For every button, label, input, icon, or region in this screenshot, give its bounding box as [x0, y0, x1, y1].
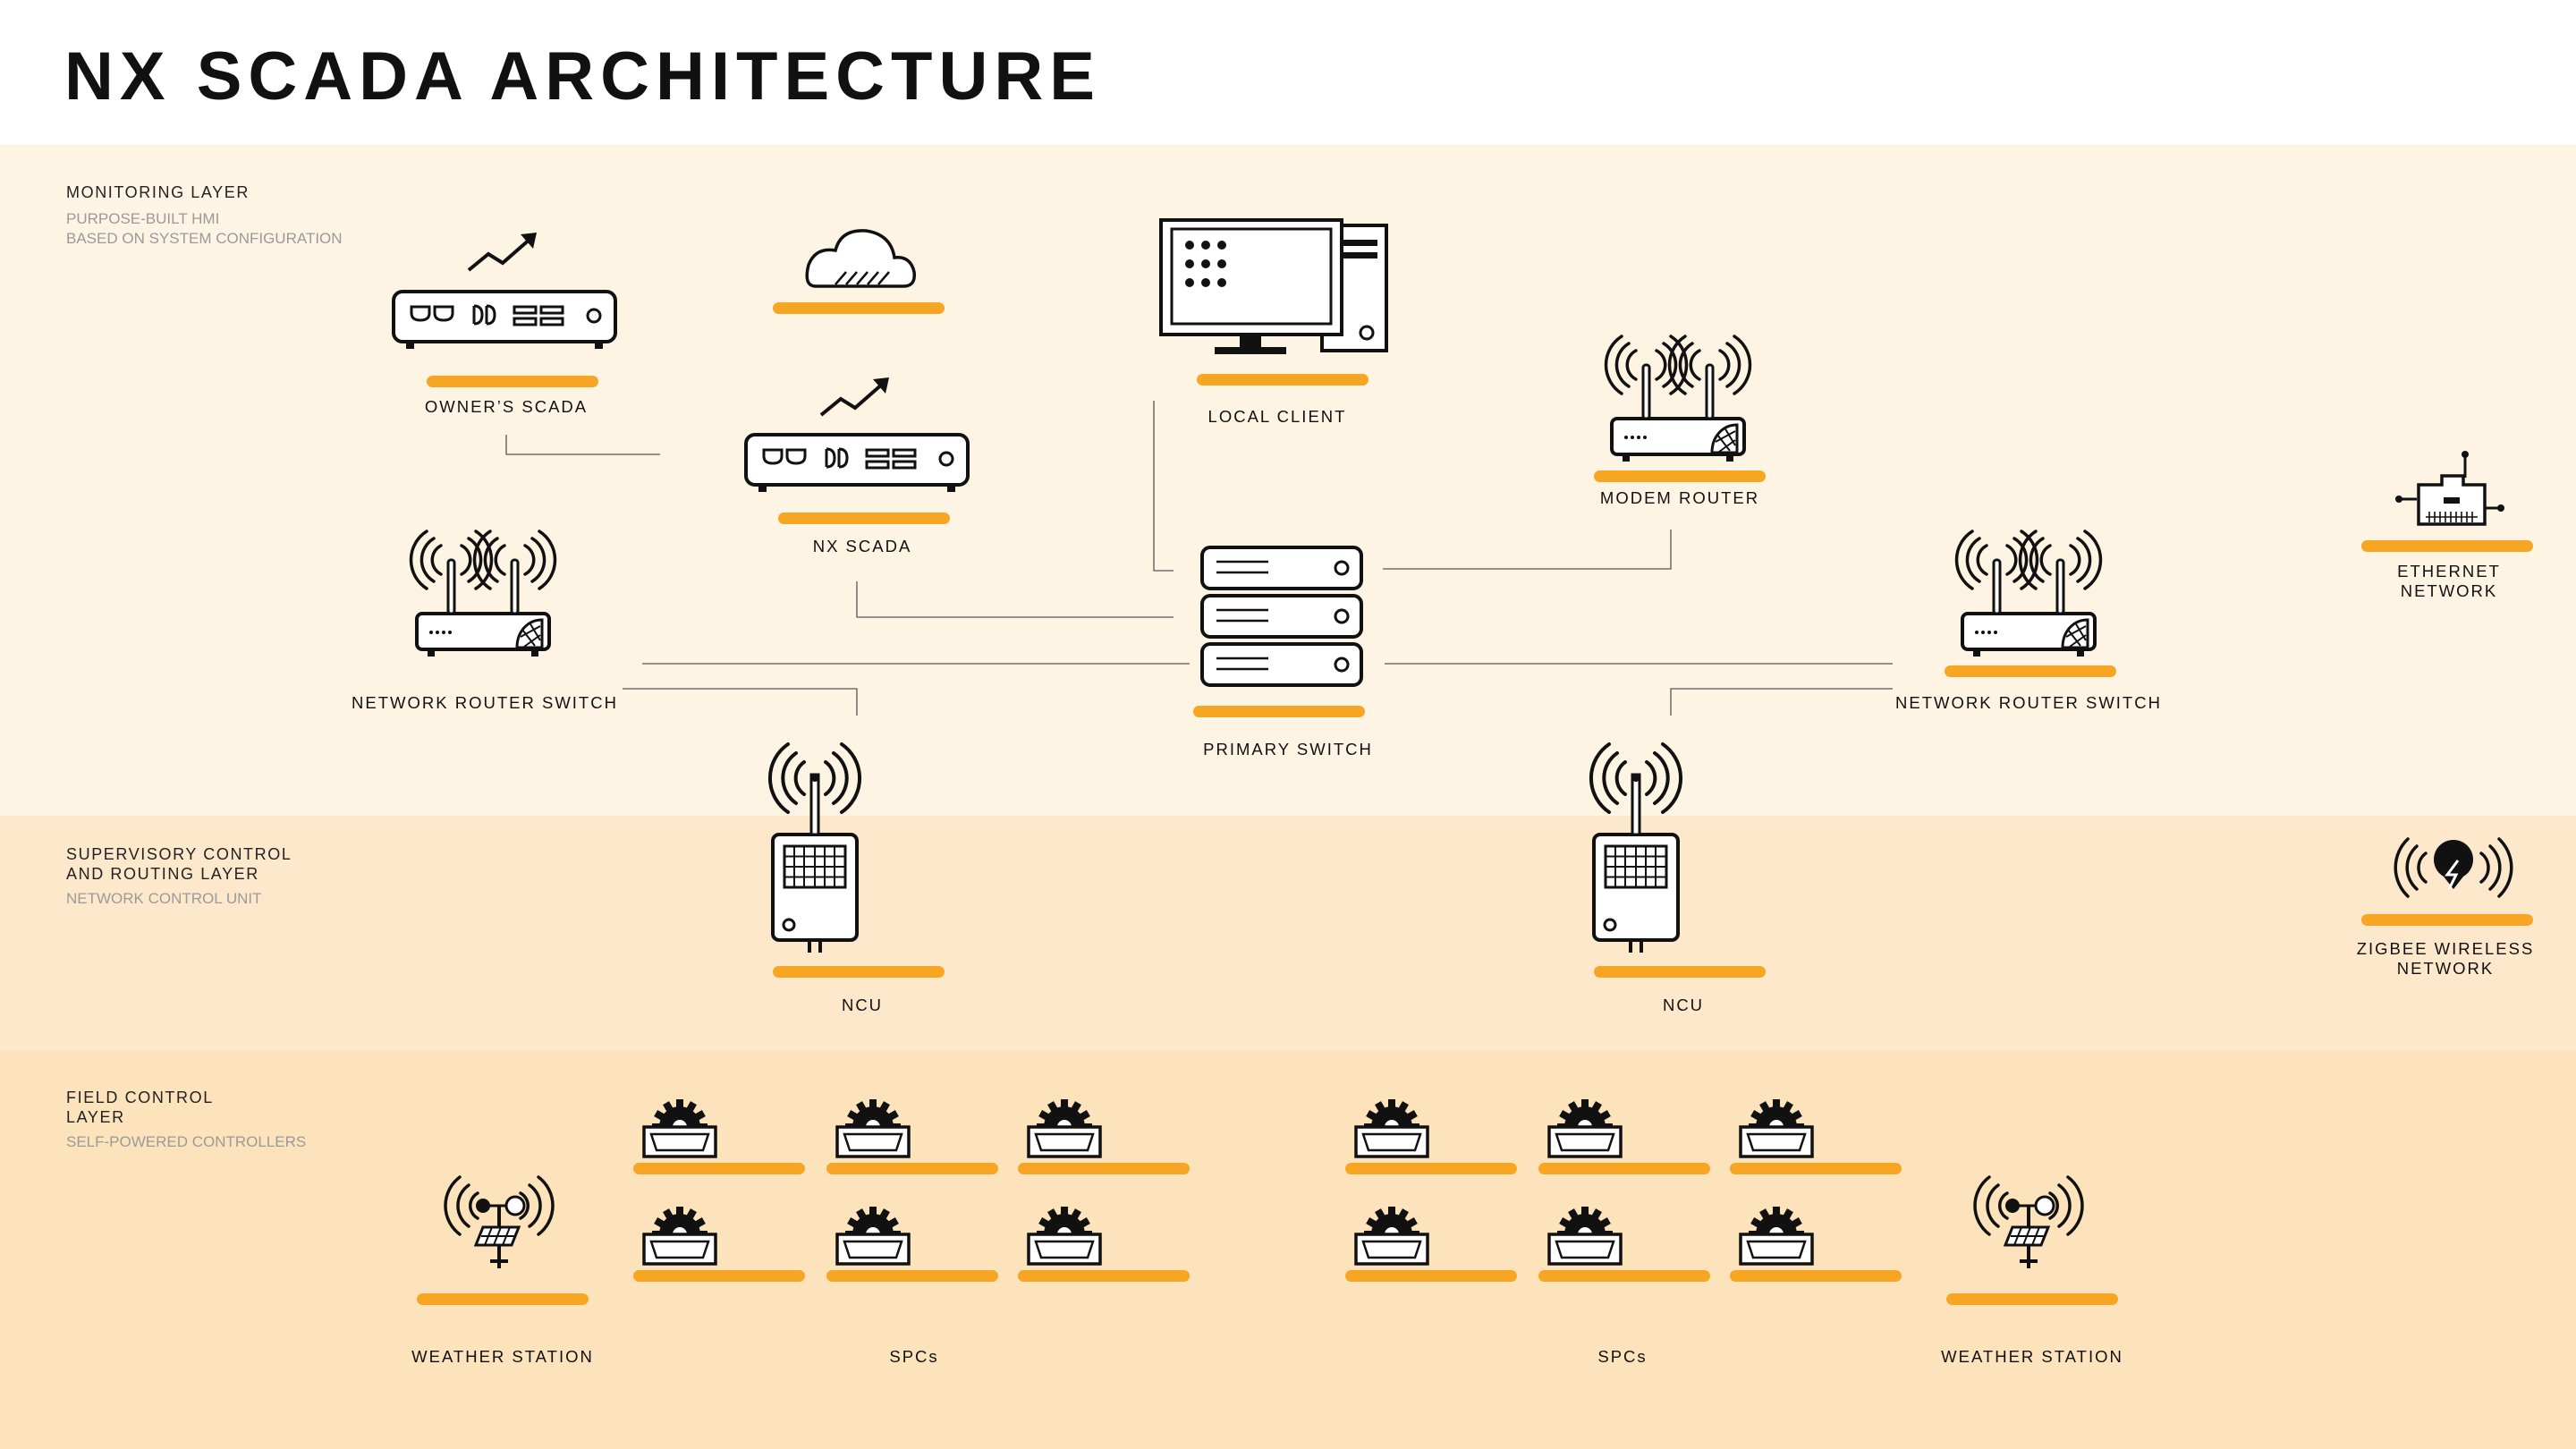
ncu-left-label: NCU	[841, 996, 884, 1014]
layer-name-line: FIELD CONTROL	[66, 1089, 214, 1106]
monitoring-layer-label: MONITORING LAYER PURPOSE-BUILT HMI BASED…	[66, 182, 343, 249]
ethernet-legend	[2361, 451, 2533, 552]
node-underline	[1197, 374, 1368, 386]
network-control-unit-icon	[767, 742, 862, 954]
trend-icon	[467, 231, 538, 272]
cloud-icon	[805, 229, 916, 288]
spcs-left-label: SPCs	[889, 1347, 939, 1366]
node-underline	[1946, 1293, 2118, 1305]
connector-lines	[505, 401, 1893, 716]
owners-scada-node	[392, 231, 617, 387]
weather-station-icon	[444, 1175, 555, 1270]
node-underline	[1193, 706, 1365, 717]
layer-name: SUPERVISORY CONTROL AND ROUTING LAYER	[66, 844, 292, 884]
field-layer-band	[0, 1050, 2576, 1449]
supervisory-layer-label: SUPERVISORY CONTROL AND ROUTING LAYER NE…	[66, 844, 292, 909]
legend-underline	[2361, 540, 2533, 552]
modem-icon	[392, 290, 617, 351]
node-underline	[773, 966, 945, 978]
legend-label-line: NETWORK	[2396, 959, 2495, 978]
weather-station-right-node	[1946, 1175, 2118, 1305]
network-router-switch-left-node	[409, 530, 557, 658]
network-control-unit-icon	[1589, 742, 1683, 954]
network-router-switch-left-label: NETWORK ROUTER SWITCH	[352, 693, 618, 712]
layer-name-line: AND ROUTING LAYER	[66, 865, 259, 883]
node-underline	[1594, 966, 1766, 978]
field-layer-label: FIELD CONTROL LAYER SELF-POWERED CONTROL…	[66, 1088, 306, 1152]
primary-switch-label: PRIMARY SWITCH	[1203, 740, 1373, 758]
layer-name: FIELD CONTROL LAYER	[66, 1088, 306, 1127]
trend-icon	[819, 376, 891, 417]
node-underline	[427, 376, 598, 387]
node-underline	[417, 1293, 589, 1305]
layer-description: PURPOSE-BUILT HMI BASED ON SYSTEM CONFIG…	[66, 209, 343, 249]
zigbee-legend-label: ZIGBEE WIRELESS NETWORK	[2357, 939, 2535, 979]
spcs-right-label: SPCs	[1597, 1347, 1648, 1366]
desktop-computer-icon	[1159, 218, 1388, 354]
legend-label-line: ZIGBEE WIRELESS	[2356, 939, 2535, 958]
legend-label-line: NETWORK	[2400, 581, 2498, 600]
spc-controller-icon	[1018, 1099, 1190, 1282]
server-stack-icon	[1200, 546, 1363, 687]
spc-controller-icon	[826, 1099, 998, 1282]
local-client-label: LOCAL CLIENT	[1208, 407, 1347, 426]
node-underline	[1594, 470, 1766, 482]
ncu-left-node	[767, 742, 945, 978]
ethernet-port-icon	[2395, 451, 2504, 526]
spcs-left-group	[633, 1099, 1190, 1282]
spcs-right-group	[1345, 1099, 1902, 1282]
spc-controller-icon	[1345, 1099, 1517, 1282]
layer-description: SELF-POWERED CONTROLLERS	[66, 1133, 307, 1150]
weather-station-left-label: WEATHER STATION	[411, 1347, 594, 1366]
ethernet-legend-label: ETHERNET NETWORK	[2397, 562, 2501, 601]
owners-scada-label: OWNER’S SCADA	[424, 397, 589, 416]
layer-description-line: PURPOSE-BUILT HMI	[66, 210, 220, 227]
local-client-node	[1159, 218, 1388, 386]
node-underline	[778, 513, 950, 524]
weather-station-right-label: WEATHER STATION	[1941, 1347, 2123, 1366]
wifi-router-icon	[1604, 335, 1752, 463]
layer-description: NETWORK CONTROL UNIT	[66, 890, 262, 907]
zigbee-legend	[2361, 837, 2533, 926]
node-underline	[1945, 665, 2116, 677]
layer-name-line: SUPERVISORY CONTROL	[66, 845, 292, 863]
network-router-switch-right-label: NETWORK ROUTER SWITCH	[1895, 693, 2162, 712]
ncu-right-node	[1589, 742, 1766, 978]
wifi-router-icon	[1954, 530, 2103, 658]
nx-scada-label: NX SCADA	[812, 537, 912, 555]
layer-name-line: LAYER	[66, 1108, 125, 1126]
modem-router-label: MODEM ROUTER	[1599, 488, 1760, 507]
spc-controller-icon	[1538, 1099, 1710, 1282]
primary-switch-node	[1193, 546, 1365, 717]
legend-underline	[2361, 914, 2533, 926]
page-title: NX SCADA ARCHITECTURE	[64, 38, 1101, 114]
network-router-switch-right-node	[1945, 530, 2116, 677]
supervisory-layer-band	[0, 816, 2576, 1050]
spc-controller-icon	[1730, 1099, 1902, 1282]
zigbee-icon	[2394, 837, 2513, 898]
weather-station-icon	[1973, 1175, 2084, 1270]
nx-scada-node	[744, 376, 970, 524]
modem-icon	[744, 433, 970, 494]
layer-description-line: BASED ON SYSTEM CONFIGURATION	[66, 230, 343, 247]
ncu-right-label: NCU	[1662, 996, 1705, 1014]
node-underline	[773, 302, 945, 314]
legend-label-line: ETHERNET	[2397, 562, 2501, 580]
spc-controller-icon	[633, 1099, 805, 1282]
layer-name: MONITORING LAYER	[66, 183, 250, 201]
weather-station-left-node	[417, 1175, 589, 1305]
wifi-router-icon	[409, 530, 557, 658]
modem-router-node	[1594, 335, 1766, 482]
cloud-node	[773, 229, 945, 314]
